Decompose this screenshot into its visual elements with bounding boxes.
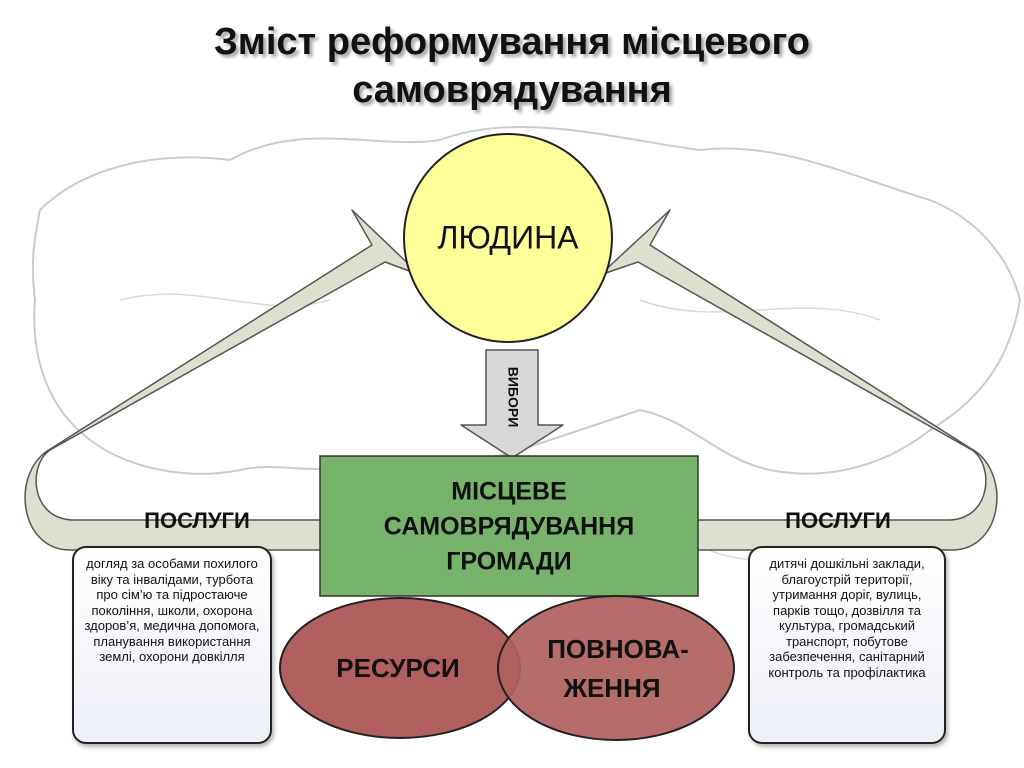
resources-label: РЕСУРСИ [336,653,459,683]
center-label-line1: МІСЦЕВЕ [451,478,567,506]
right-services-arrow [599,209,998,551]
background-map-outline [31,126,1022,475]
powers-label-line2: ЖЕННЯ [562,673,660,703]
center-label-line3: ГРОМАДИ [446,548,572,576]
title-line-2: самоврядування [352,69,672,111]
elections-label: ВИБОРИ [505,367,521,428]
local-government-box [319,455,699,597]
slide-title: Зміст реформування місцевого самоврядува… [0,18,1024,114]
services-left-label: ПОСЛУГИ [144,508,250,533]
person-circle [403,133,613,343]
person-label: ЛЮДИНА [437,219,579,255]
powers-label-line1: ПОВНОВА- [547,634,689,664]
elections-arrow [460,349,564,459]
powers-ellipse [497,595,735,741]
right-services-box: дитячі дошкільні заклади, благоустрій те… [748,546,946,744]
center-label-line2: САМОВРЯДУВАННЯ [384,513,634,541]
services-right-label: ПОСЛУГИ [785,508,891,533]
left-services-arrow [24,209,421,551]
title-line-1: Зміст реформування місцевого [213,21,811,63]
left-services-box: догляд за особами похилого віку та інвал… [72,546,272,744]
